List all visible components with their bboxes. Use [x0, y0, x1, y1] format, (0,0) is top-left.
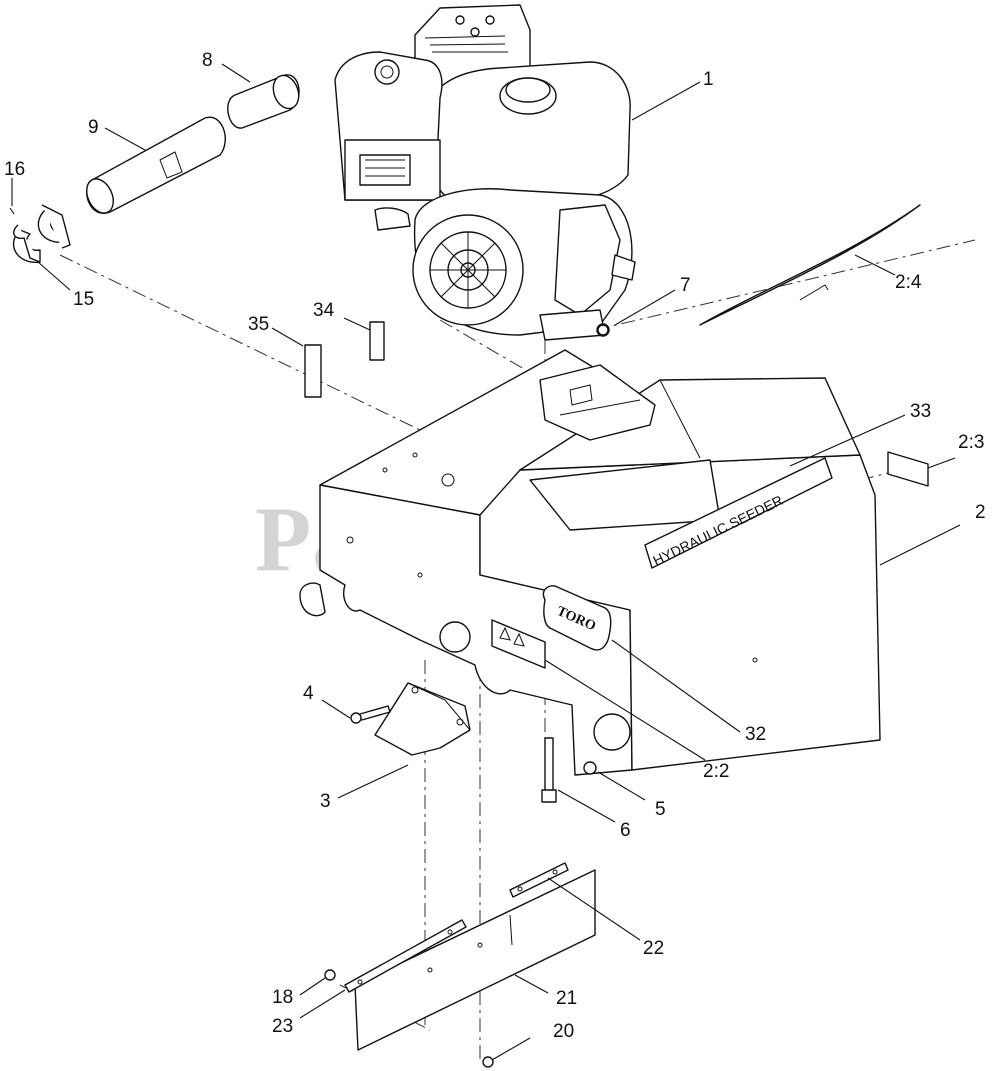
leader-lines	[11, 63, 961, 1061]
callout-2-3: 2:3	[958, 432, 984, 453]
callout-18: 18	[272, 987, 293, 1008]
nut-part-18	[324, 969, 336, 981]
callout-15: 15	[73, 289, 94, 310]
callout-33: 33	[910, 401, 931, 422]
strip-part-22	[509, 862, 569, 898]
screw-part-16	[9, 207, 15, 215]
bolt-part-6	[541, 737, 557, 803]
decal-part-34	[369, 321, 385, 361]
tube-part-9	[86, 116, 226, 215]
nut-part-7	[597, 324, 609, 336]
callout-6: 6	[620, 820, 631, 841]
strip-part-23	[344, 919, 467, 993]
callout-labels: 1 2 2:2 2:3 2:4 3 4 5 6 7 8 9 15 16 18 2…	[4, 50, 986, 1042]
callout-23: 23	[272, 1016, 293, 1037]
callout-35: 35	[248, 314, 269, 335]
engine	[334, 4, 636, 341]
decal-part-32: TORO	[542, 585, 612, 651]
clamps-part-15	[12, 204, 71, 263]
callout-4: 4	[303, 683, 314, 704]
callout-22: 22	[643, 938, 664, 959]
callout-9: 9	[88, 117, 99, 138]
callout-5: 5	[655, 799, 666, 820]
callout-2-4: 2:4	[895, 272, 922, 293]
callout-21: 21	[556, 988, 577, 1009]
callout-32: 32	[745, 724, 766, 745]
sleeve-part-8	[227, 74, 300, 129]
warning-decal-part-2-2	[491, 619, 546, 669]
decal-part-35	[304, 344, 322, 398]
plate-part-21	[354, 869, 596, 1051]
decal-part-2-3	[887, 451, 929, 487]
callout-2-2: 2:2	[703, 761, 729, 782]
callout-2: 2	[975, 502, 986, 523]
callout-34: 34	[313, 300, 335, 321]
main-frame	[299, 349, 881, 776]
callout-20: 20	[553, 1021, 574, 1042]
callout-1: 1	[703, 69, 714, 90]
callout-7: 7	[680, 275, 691, 296]
screw-part-20	[482, 1056, 494, 1068]
strip-decal-part-2-4	[699, 204, 921, 326]
shield-part-3	[374, 682, 471, 756]
callout-3: 3	[320, 791, 331, 812]
callout-8: 8	[202, 50, 213, 71]
callout-16: 16	[4, 159, 25, 180]
nut-part-5	[583, 761, 597, 775]
bolt-part-4	[350, 705, 391, 724]
